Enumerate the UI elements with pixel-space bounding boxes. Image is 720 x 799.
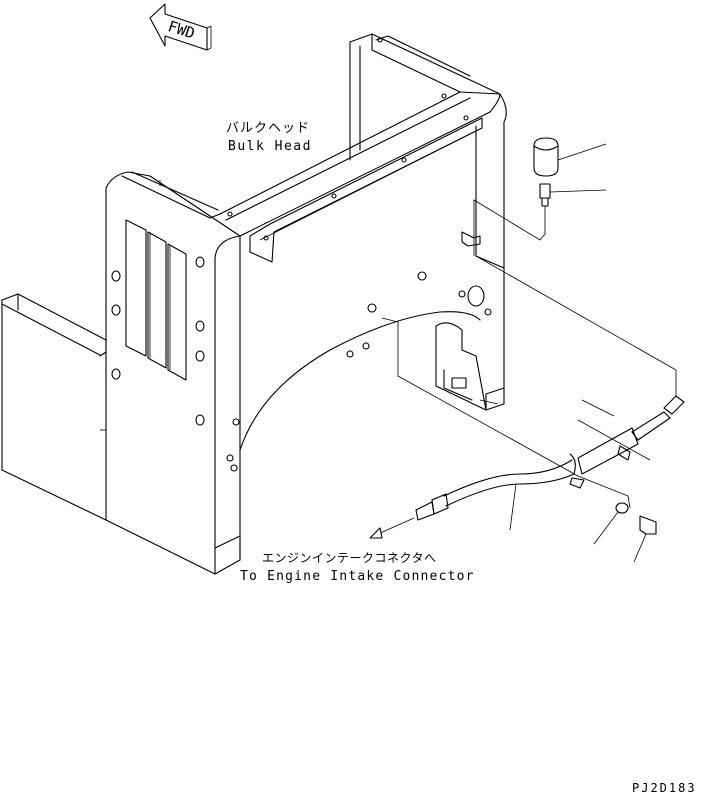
fwd-label: FWD: [166, 17, 197, 42]
hose-assembly: [415, 395, 685, 531]
bulkhead-body: [105, 33, 507, 575]
washer-bolt: [593, 502, 657, 563]
reference-lines: [381, 255, 677, 509]
bulkhead-label-jp: バルクヘッド: [226, 121, 310, 136]
bulkhead-vents: [125, 219, 187, 381]
drawing-code: PJ2D183: [632, 781, 697, 794]
engine-label-jp: エンジンインテークコネクタへ: [262, 551, 437, 565]
bulkhead-label-en: Bulk Head: [228, 139, 312, 154]
engine-label-en: To Engine Intake Connector: [240, 569, 475, 584]
intake-direction-arrow: [369, 517, 415, 539]
sensor-assembly: [461, 137, 607, 256]
side-floor-panel: [1, 293, 107, 521]
fwd-arrow: FWD: [149, 3, 212, 51]
mounting-holes: [111, 37, 492, 472]
